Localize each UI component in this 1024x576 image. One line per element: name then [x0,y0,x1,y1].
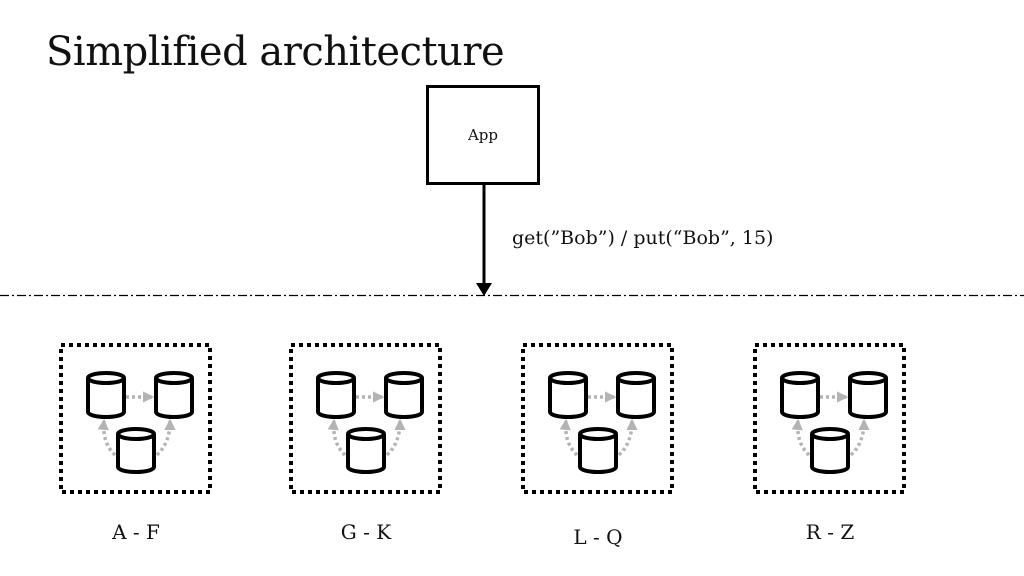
request-arrowhead [476,283,492,296]
replica-database-icon [548,371,588,419]
shard-range-label-r-z: R - Z [805,520,855,544]
shard-boundary [289,343,442,494]
app-node: App [426,85,540,185]
shard-range-label-a-f: A - F [112,520,160,544]
replica-database-icon [616,371,656,419]
replica-database-icon [316,371,356,419]
replication-arrow [791,418,811,457]
app-label: App [467,126,499,144]
replication-arrow [327,418,347,457]
replication-arrow [155,418,176,457]
shard-range-label-l-q: L - Q [573,525,623,549]
replica-database-icon [780,371,820,419]
replication-arrow [385,418,406,457]
shard-boundary [753,343,906,494]
page-title: Simplified architecture [46,29,505,75]
replication-arrow [97,418,117,457]
replica-database-icon [154,371,194,419]
replica-database-icon [384,371,424,419]
replica-database-icon [848,371,888,419]
replication-arrow [559,418,579,457]
primary-database-icon [116,427,156,474]
request-label: get(”Bob”) / put(“Bob”, 15) [512,227,774,249]
primary-database-icon [578,427,618,474]
replication-arrow [617,418,638,457]
shard-group-r-z [753,343,906,494]
primary-database-icon [346,427,386,474]
shard-group-g-k [289,343,442,494]
shard-boundary [59,343,212,494]
shard-boundary [521,343,674,494]
shard-group-l-q [521,343,674,494]
replica-database-icon [86,371,126,419]
shard-group-a-f [59,343,212,494]
replication-arrow [849,418,870,457]
shard-range-label-g-k: G - K [340,520,392,544]
primary-database-icon [810,427,850,474]
